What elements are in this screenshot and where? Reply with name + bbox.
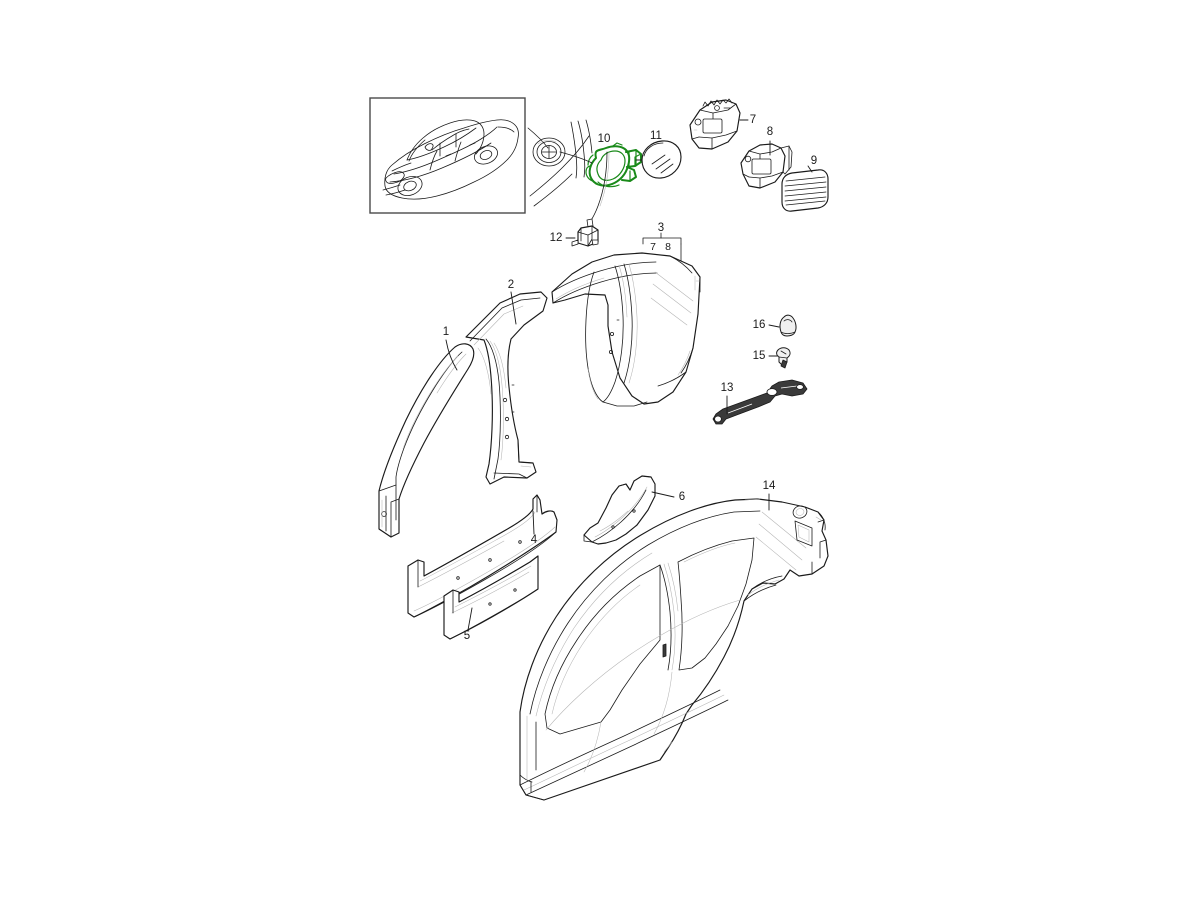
part-8-fuel-filler-housing-bracket-lower bbox=[740, 140, 793, 189]
callout-5: 5 bbox=[464, 630, 470, 642]
callout-11: 11 bbox=[650, 130, 662, 142]
bracket-child-7: 7 bbox=[650, 241, 656, 253]
callout-4: 4 bbox=[531, 534, 538, 546]
callout-13: 13 bbox=[721, 382, 734, 394]
assembly-bracket-3 bbox=[642, 232, 682, 263]
part-16-sealing-cap bbox=[768, 314, 797, 337]
callout-labels: 1 2 3 4 5 6 7 8 9 10 11 12 13 14 15 16 7… bbox=[443, 114, 817, 642]
part-15-expanding-rivet bbox=[768, 347, 791, 369]
part-2-b-pillar-reinforcement bbox=[465, 291, 548, 485]
vehicle-line-art bbox=[382, 119, 519, 200]
vehicle-illustration bbox=[369, 97, 526, 214]
callout-14: 14 bbox=[763, 480, 776, 492]
callout-10: 10 bbox=[598, 133, 611, 145]
callout-16: 16 bbox=[753, 319, 766, 331]
callout-3: 3 bbox=[658, 222, 664, 234]
callout-12: 12 bbox=[550, 232, 563, 244]
part-1-a-pillar-inner-reinforcement bbox=[378, 339, 475, 538]
bracket-child-8: 8 bbox=[665, 241, 671, 253]
part-3-side-panel-rear-assembly bbox=[551, 252, 701, 407]
callout-2: 2 bbox=[508, 279, 514, 291]
callout-15: 15 bbox=[753, 350, 766, 362]
part-9-vent-grille bbox=[781, 165, 829, 212]
part-10-fuel-filler-flap-housing bbox=[585, 142, 642, 188]
part-5-sill-reinforcement bbox=[443, 555, 539, 640]
callout-6: 6 bbox=[679, 491, 685, 503]
part-13-diagonal-brace-strut bbox=[712, 379, 808, 425]
fuel-filler-body-section bbox=[527, 119, 593, 207]
callout-8: 8 bbox=[767, 126, 773, 138]
leader-line-10-to-body bbox=[559, 151, 593, 164]
callout-7: 7 bbox=[750, 114, 756, 126]
part-14-body-side-outer-panel bbox=[519, 493, 829, 801]
part-6-rear-wheel-arch-reinforcement bbox=[583, 475, 675, 545]
part-7-fuel-filler-housing-bracket-upper bbox=[689, 98, 749, 150]
part-11-fuel-filler-flap-cover bbox=[635, 140, 682, 179]
callout-9: 9 bbox=[811, 155, 817, 167]
part-4-sill-panel-outer bbox=[407, 494, 558, 618]
callout-1: 1 bbox=[443, 326, 449, 338]
part-12-fuel-flap-actuator bbox=[565, 151, 610, 247]
